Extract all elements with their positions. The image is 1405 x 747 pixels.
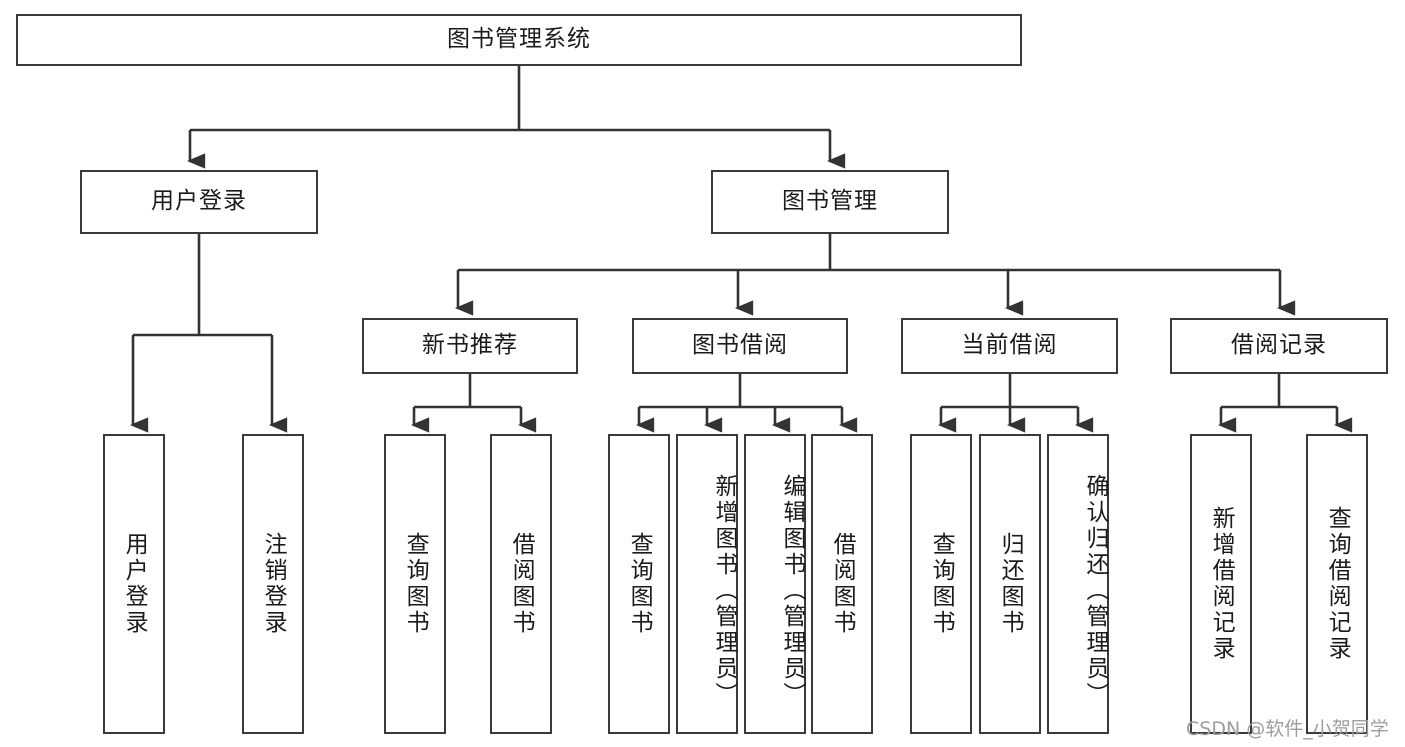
leaf-current-query-book[interactable]: 查询图书 — [910, 434, 972, 734]
node-label: 新书推荐 — [422, 332, 518, 359]
leaf-new-book-borrow[interactable]: 借阅图书 — [490, 434, 552, 734]
node-label: 新增借阅记录 — [1208, 506, 1235, 662]
node-label: 用户登录 — [151, 188, 247, 215]
leaf-record-add-record[interactable]: 新增借阅记录 — [1190, 434, 1252, 734]
node-root-system[interactable]: 图书管理系统 — [16, 14, 1022, 66]
leaf-borrow-add-book-admin[interactable]: 新增图书（管理员） — [676, 434, 738, 734]
node-label: 借阅图书 — [508, 532, 535, 636]
leaf-record-query-record[interactable]: 查询借阅记录 — [1306, 434, 1368, 734]
node-current-borrow[interactable]: 当前借阅 — [901, 318, 1118, 374]
node-label: 图书借阅 — [692, 332, 788, 359]
node-label: 查询图书 — [928, 532, 955, 636]
node-label: 归还图书 — [997, 532, 1024, 636]
node-label: 图书管理 — [782, 188, 878, 215]
node-label: 图书管理系统 — [447, 26, 591, 53]
node-user-login[interactable]: 用户登录 — [80, 170, 318, 234]
leaf-current-return-book[interactable]: 归还图书 — [979, 434, 1041, 734]
node-book-management[interactable]: 图书管理 — [711, 170, 949, 234]
node-label: 用户登录 — [121, 532, 148, 636]
leaf-current-confirm-return-admin[interactable]: 确认归还（管理员） — [1047, 434, 1109, 734]
node-label: 新增图书（管理员） — [711, 474, 737, 708]
node-label: 借阅记录 — [1231, 332, 1327, 359]
node-label: 当前借阅 — [961, 332, 1058, 359]
leaf-borrow-query-book[interactable]: 查询图书 — [608, 434, 670, 734]
leaf-new-book-query[interactable]: 查询图书 — [384, 434, 446, 734]
node-book-borrow[interactable]: 图书借阅 — [632, 318, 848, 374]
watermark: CSDN @软件_小贺同学 — [1186, 718, 1389, 740]
node-label: 查询借阅记录 — [1324, 506, 1351, 662]
leaf-user-login-signin[interactable]: 用户登录 — [103, 434, 165, 734]
node-new-book-recommend[interactable]: 新书推荐 — [362, 318, 578, 374]
node-label: 编辑图书（管理员） — [779, 474, 805, 708]
node-borrow-record[interactable]: 借阅记录 — [1170, 318, 1388, 374]
node-label: 查询图书 — [402, 532, 429, 636]
leaf-user-login-signout[interactable]: 注销登录 — [242, 434, 304, 734]
node-label: 查询图书 — [626, 532, 653, 636]
node-label: 确认归还（管理员） — [1082, 474, 1108, 708]
leaf-borrow-edit-book-admin[interactable]: 编辑图书（管理员） — [744, 434, 806, 734]
leaf-borrow-borrow-book[interactable]: 借阅图书 — [811, 434, 873, 734]
node-label: 借阅图书 — [829, 532, 856, 636]
node-label: 注销登录 — [260, 532, 287, 636]
